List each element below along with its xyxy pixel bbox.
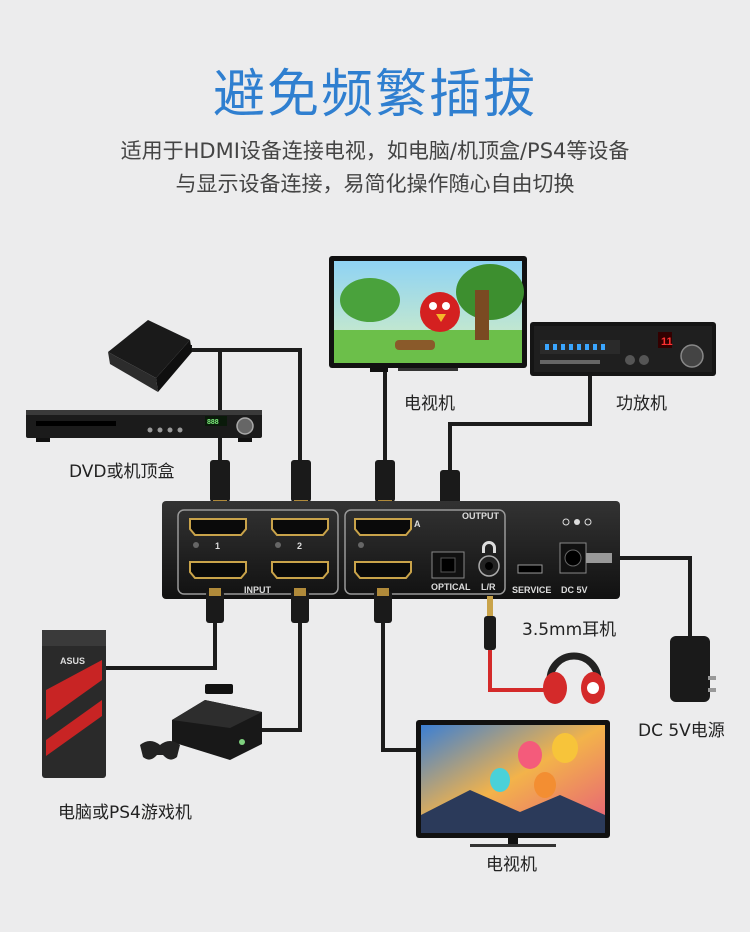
cable-input1-to-pc	[105, 610, 217, 670]
cable-headphone	[488, 650, 548, 692]
svg-text:888: 888	[207, 419, 219, 426]
output-label: OUTPUT	[462, 511, 500, 521]
headphone-icon	[543, 652, 605, 704]
service-label: SERVICE	[512, 585, 551, 595]
pc-tower: ASUS	[42, 630, 106, 778]
svg-text:11: 11	[661, 336, 673, 348]
svg-text:ASUS: ASUS	[60, 656, 85, 666]
optical-label: OPTICAL	[431, 582, 471, 592]
set-top-box	[108, 320, 192, 392]
page-title: 避免频繁插拔	[212, 65, 537, 125]
subtitle-line-1: 适用于HDMI设备连接电视，如电脑/机顶盒/PS4等设备	[120, 139, 630, 163]
hdmi-plugs-bottom	[206, 588, 392, 623]
cable-box-to-input2	[190, 348, 302, 480]
game-console	[140, 684, 262, 760]
port-label-a: A	[414, 519, 421, 529]
label-tv-bottom: 电视机	[486, 855, 537, 875]
cable-input2-to-console	[262, 610, 302, 732]
label-pc-ps4: 电脑或PS4游戏机	[58, 803, 192, 823]
subtitle-line-2: 与显示设备连接，易简化操作随心自由切换	[175, 172, 575, 196]
hdmi-switch-device	[162, 501, 620, 599]
cable-outputB-to-tv	[381, 610, 418, 752]
tv-bottom	[416, 720, 610, 847]
dc-label: DC 5V	[561, 585, 588, 595]
label-tv-top: 电视机	[404, 394, 455, 414]
headphone-plug	[484, 596, 496, 650]
lr-label: L/R	[481, 582, 496, 592]
amplifier: 11	[530, 322, 716, 376]
cable-power	[612, 556, 692, 640]
input-label: INPUT	[244, 585, 272, 595]
dvd-player: 888	[26, 410, 262, 442]
tv-top	[329, 256, 527, 372]
port-label-2: 2	[297, 541, 302, 551]
label-amp: 功放机	[616, 394, 667, 414]
label-headphone: 3.5mm耳机	[522, 620, 617, 640]
cable-amp-to-optical	[448, 376, 592, 480]
power-adapter-icon	[670, 636, 716, 702]
label-power: DC 5V电源	[638, 721, 725, 741]
port-label-1: 1	[215, 541, 220, 551]
label-dvd: DVD或机顶盒	[69, 462, 175, 482]
